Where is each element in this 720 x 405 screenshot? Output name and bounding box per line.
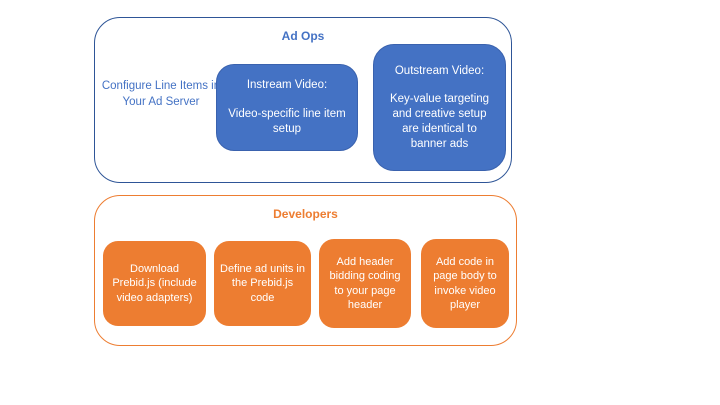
outstream-video-box: Outstream Video: Key-value targeting and… — [373, 44, 506, 171]
adops-side-label: Configure Line Items in Your Ad Server — [101, 80, 221, 108]
outstream-video-heading: Outstream Video: — [394, 64, 485, 77]
developers-step-header-bidding-code: Add header bidding coding to your page h… — [319, 239, 411, 328]
instream-video-heading: Instream Video: — [246, 79, 328, 92]
developers-step-download-prebid: Download Prebid.js (include video adapte… — [103, 241, 206, 326]
developers-step-invoke-video-player: Add code in page body to invoke video pl… — [421, 239, 509, 328]
adops-group: Ad Ops Configure Line Items in Your Ad S… — [94, 17, 512, 183]
developers-group: Developers Download Prebid.js (include v… — [94, 195, 517, 346]
developers-step-define-ad-units: Define ad units in the Prebid.js code — [214, 241, 311, 326]
instream-video-body: Video-specific line item setup — [228, 108, 346, 135]
outstream-video-body: Key-value targeting and creative setup a… — [389, 93, 490, 150]
adops-group-title: Ad Ops — [281, 29, 325, 43]
instream-video-box: Instream Video: Video-specific line item… — [216, 64, 358, 151]
developers-group-title: Developers — [273, 207, 338, 221]
